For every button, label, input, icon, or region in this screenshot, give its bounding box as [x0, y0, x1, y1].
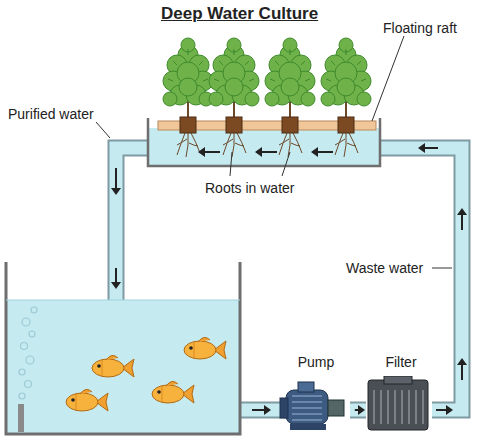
- pump-symbol: [278, 376, 346, 434]
- pump-node: Pump: [278, 354, 354, 434]
- callout-label: Purified water: [8, 106, 94, 122]
- callout-label: Roots in water: [205, 180, 294, 196]
- filter-symbol: [362, 376, 432, 434]
- diagram-title: Deep Water Culture: [161, 6, 318, 22]
- callout-label: Floating raft: [383, 20, 457, 36]
- pipe-connector: [350, 405, 366, 415]
- filter-node: Filter: [362, 354, 440, 434]
- callout-label: Waste water: [346, 260, 423, 276]
- node-label: Pump: [278, 354, 354, 370]
- node-label: Filter: [362, 354, 440, 370]
